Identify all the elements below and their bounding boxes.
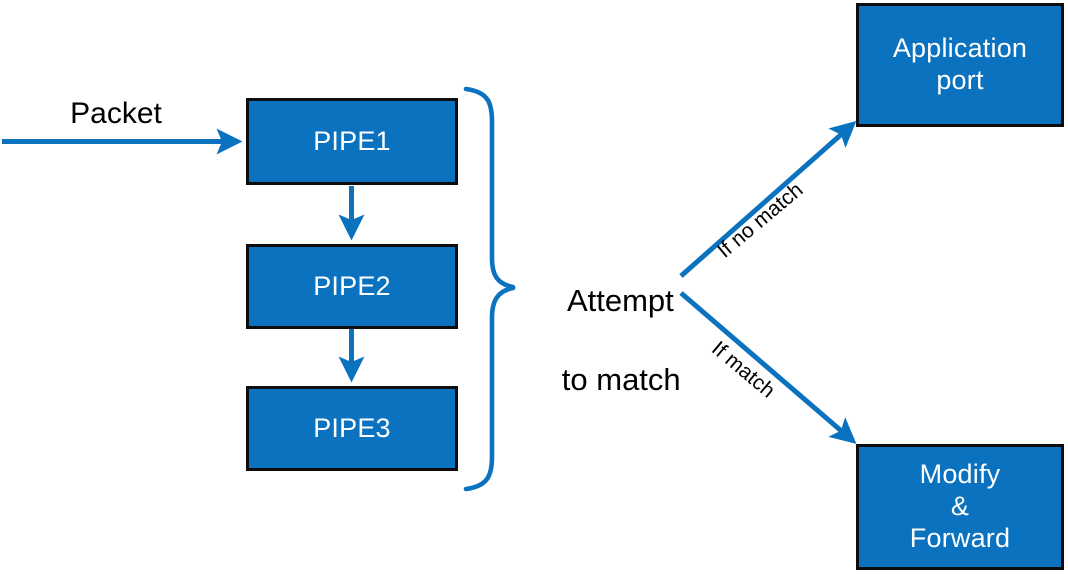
packet-label: Packet xyxy=(70,97,162,130)
modify-and-forward-box[interactable]: Modify & Forward xyxy=(856,444,1064,570)
pipeline-grouping-brace xyxy=(463,86,516,492)
application-port-label-line-2: port xyxy=(936,65,984,95)
modify-forward-label-line-1: Modify xyxy=(919,459,1001,490)
attempt-to-match-label: Attempt to match xyxy=(520,241,688,439)
attempt-to-match-line-2: to match xyxy=(561,362,681,398)
pipe3-label: PIPE3 xyxy=(313,412,391,443)
pipe2-box[interactable]: PIPE2 xyxy=(246,244,458,329)
if-no-match-arrow xyxy=(679,121,857,278)
modify-forward-label-line-3: Forward xyxy=(909,522,1011,553)
attempt-to-match-line-1: Attempt xyxy=(566,282,674,318)
pipe1-box[interactable]: PIPE1 xyxy=(246,98,458,185)
application-port-box[interactable]: Application port xyxy=(856,3,1064,127)
pipe2-label: PIPE2 xyxy=(313,270,391,301)
if-match-arrow xyxy=(679,291,857,444)
application-port-label-line-1: Application xyxy=(892,33,1028,64)
pipe3-box[interactable]: PIPE3 xyxy=(246,386,458,471)
pipe1-label: PIPE1 xyxy=(313,125,391,156)
modify-forward-label-line-2: & xyxy=(950,491,970,522)
